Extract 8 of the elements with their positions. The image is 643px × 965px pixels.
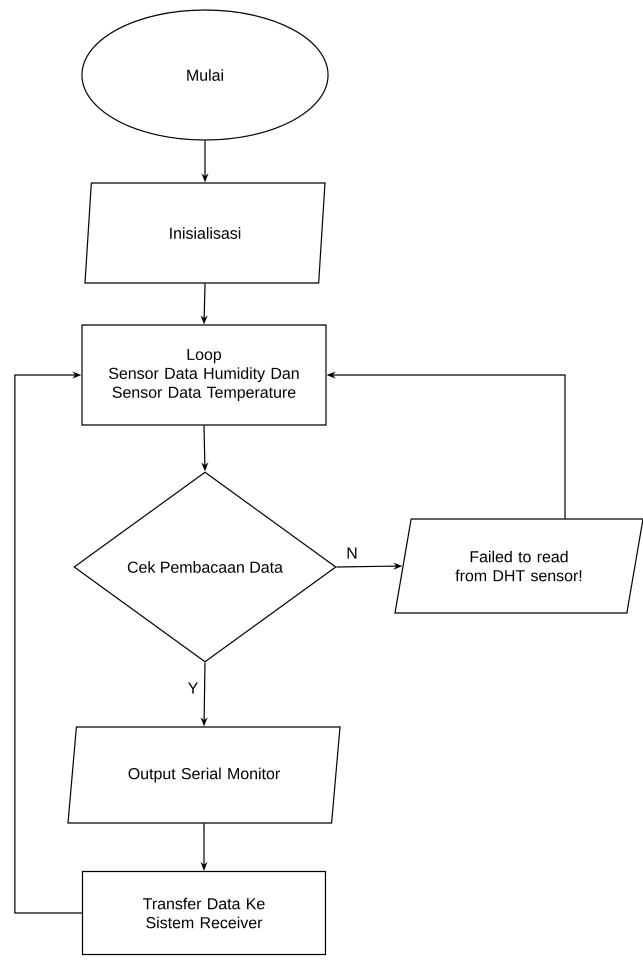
process-box: Transfer Data Ke Sistem Receiver	[82, 870, 326, 956]
process-box: Loop Sensor Data Humidity Dan Sensor Data Temperature	[81, 324, 327, 426]
arrow	[14, 371, 82, 914]
output-parallelogram: Output Serial Monitor	[67, 726, 341, 824]
edge-label: Y	[186, 682, 200, 694]
output-parallelogram: Failed to read from DHT sensor!	[394, 518, 643, 614]
input-parallelogram: Inisialisasi	[84, 182, 326, 284]
edge-label: N	[345, 546, 359, 560]
